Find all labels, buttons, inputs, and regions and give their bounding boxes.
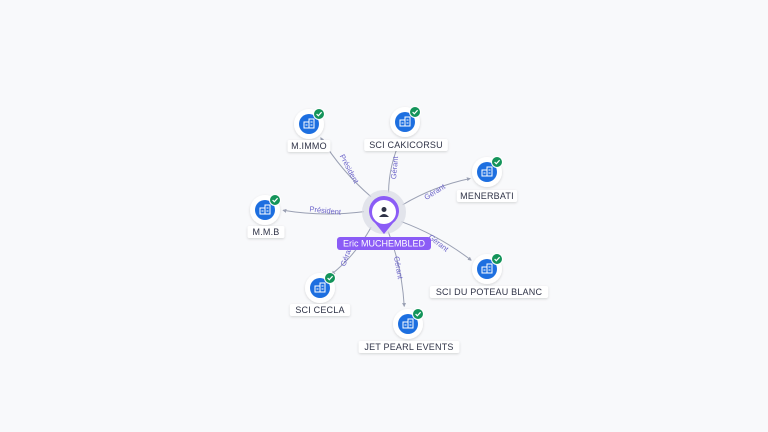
relation-edge	[282, 208, 365, 215]
company-name: M.IMMO	[291, 141, 327, 151]
relation-edge	[331, 227, 372, 275]
relation-role-label: Président	[338, 153, 361, 186]
relation-edge	[401, 221, 472, 261]
company-name-tag[interactable]: M.IMMO	[287, 140, 331, 152]
company-name: SCI CECLA	[295, 305, 344, 315]
company-name-background	[429, 286, 549, 298]
center-person-node[interactable]: Eric MUCHEMBLED	[337, 190, 431, 250]
company-node-sci-cecla[interactable]	[305, 272, 336, 304]
verified-check-icon	[409, 106, 421, 118]
company-building-icon	[314, 282, 326, 293]
center-name-background	[337, 237, 431, 250]
relation-role-label: Gérant	[392, 255, 405, 280]
company-name: M.M.B	[253, 227, 280, 237]
company-name-tag[interactable]: M.M.B	[247, 226, 285, 238]
company-name-background	[358, 341, 460, 353]
company-name-background	[456, 190, 518, 202]
company-building-icon	[399, 116, 411, 127]
company-node-sci-cakicorsu[interactable]	[390, 106, 421, 138]
company-name-tag[interactable]: SCI CAKICORSU	[364, 139, 448, 151]
company-name-tag[interactable]: JET PEARL EVENTS	[358, 341, 460, 353]
company-name-tag[interactable]: SCI CECLA	[289, 304, 351, 316]
verified-check-icon	[313, 108, 325, 120]
company-name: JET PEARL EVENTS	[364, 342, 453, 352]
center-person-name: Eric MUCHEMBLED	[343, 239, 426, 249]
verified-check-icon	[491, 253, 503, 265]
company-node-sci-du-poteau-blanc[interactable]	[472, 253, 503, 285]
company-name-background	[287, 140, 331, 152]
relation-edge	[402, 177, 471, 206]
company-name: SCI DU POTEAU BLANC	[436, 287, 543, 297]
verified-check-icon	[412, 308, 424, 320]
verified-check-icon	[491, 156, 503, 168]
verified-check-icon	[324, 272, 336, 284]
company-building-icon	[303, 118, 315, 129]
company-name-tag[interactable]: MENERBATI	[456, 190, 518, 202]
company-building-icon	[402, 318, 414, 329]
company-name-tag[interactable]: SCI DU POTEAU BLANC	[429, 286, 549, 298]
person-icon	[379, 207, 389, 217]
company-name-background	[364, 139, 448, 151]
company-building-icon	[481, 263, 493, 274]
company-node-mimmo[interactable]	[294, 108, 325, 140]
company-building-icon	[259, 204, 271, 215]
relation-role-label: Président	[309, 204, 342, 216]
company-name-background	[247, 226, 285, 238]
nodes-layer: M.IMMO SCI CAKICORSU MENERBATI M.M.B SCI DU …	[247, 106, 549, 353]
company-node-jet-pearl-events[interactable]	[393, 308, 424, 340]
company-building-icon	[481, 166, 493, 177]
company-name: SCI CAKICORSU	[369, 140, 443, 150]
company-name: MENERBATI	[460, 191, 514, 201]
relation-role-label: Gérant	[389, 155, 400, 180]
company-name-background	[289, 304, 351, 316]
center-name-tag[interactable]: Eric MUCHEMBLED	[337, 237, 431, 250]
company-node-menerbati[interactable]	[472, 156, 503, 188]
relation-role-label: Gérant	[423, 182, 448, 202]
verified-check-icon	[269, 194, 281, 206]
company-node-mmb[interactable]	[250, 194, 281, 226]
